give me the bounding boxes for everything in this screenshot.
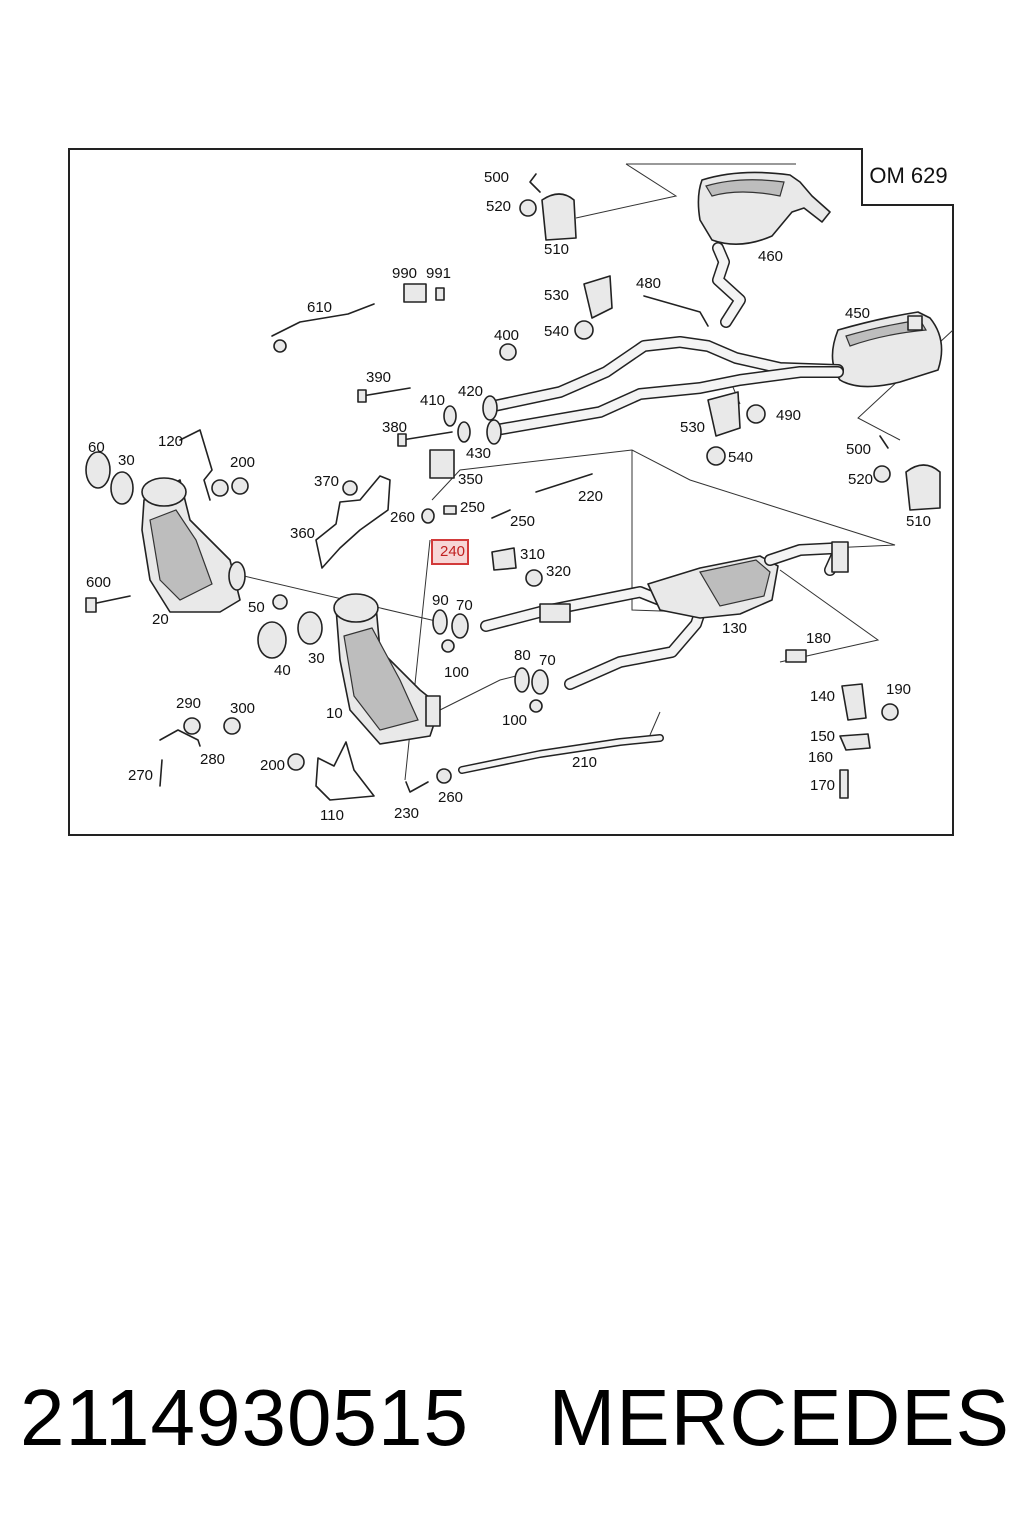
part-label-500: 500 [846, 441, 871, 458]
part-label-120: 120 [158, 433, 183, 450]
part-label-290: 290 [176, 695, 201, 712]
part-label-140: 140 [810, 688, 835, 705]
part-label-250: 250 [460, 499, 485, 516]
part-label-260: 260 [390, 509, 415, 526]
middle-muffler-450 [831, 311, 943, 388]
model-badge: OM 629 [861, 148, 954, 206]
part-label-320: 320 [546, 563, 571, 580]
part-label-260: 260 [438, 789, 463, 806]
part-label-40: 40 [274, 662, 291, 679]
part-label-60: 60 [88, 439, 105, 456]
part-label-70: 70 [456, 597, 473, 614]
part-label-110: 110 [320, 807, 344, 824]
part-label-70: 70 [539, 652, 556, 669]
part-label-150: 150 [810, 728, 835, 745]
part-label-480: 480 [636, 275, 661, 292]
part-label-20: 20 [152, 611, 169, 628]
part-label-410: 410 [420, 392, 445, 409]
part-label-520: 520 [486, 198, 511, 215]
part-label-510: 510 [544, 241, 569, 258]
part-label-520: 520 [848, 471, 873, 488]
part-label-540: 540 [544, 323, 569, 340]
part-label-540: 540 [728, 449, 753, 466]
part-label-160: 160 [808, 749, 833, 766]
part-labels: 500 520 510 460 990 991 610 530 480 540 450 400 390 4… [86, 169, 931, 824]
front-pipes-and-center-converter [480, 541, 849, 690]
part-label-180: 180 [806, 630, 831, 647]
part-label-610: 610 [307, 299, 332, 316]
rear-muffler-460 [697, 171, 831, 328]
part-label-430: 430 [466, 445, 491, 462]
part-label-250: 250 [510, 513, 535, 530]
part-label-190: 190 [886, 681, 911, 698]
part-label-90: 90 [432, 592, 449, 609]
part-label-130: 130 [722, 620, 747, 637]
part-label-460: 460 [758, 248, 783, 265]
rear-pipes [488, 336, 844, 436]
highlight-box-240 [431, 539, 469, 565]
part-label-270: 270 [128, 767, 153, 784]
part-label-200: 200 [260, 757, 285, 774]
part-label-50: 50 [248, 599, 265, 616]
part-label-990: 990 [392, 265, 417, 282]
part-label-30: 30 [118, 452, 135, 469]
part-label-10: 10 [326, 705, 343, 722]
brand-name: MERCEDES [548, 1373, 1010, 1462]
part-label-600: 600 [86, 574, 111, 591]
exhaust-parts-diagram: 500 520 510 460 990 991 610 530 480 540 450 400 390 4… [85, 163, 954, 824]
part-label-310: 310 [520, 546, 545, 563]
catalytic-converter-20 [141, 477, 246, 613]
part-label-100: 100 [444, 664, 469, 681]
part-label-350: 350 [458, 471, 483, 488]
part-label-200: 200 [230, 454, 255, 471]
part-label-400: 400 [494, 327, 519, 344]
part-label-370: 370 [314, 473, 339, 490]
part-label-420: 420 [458, 383, 483, 400]
leader-lines [243, 163, 954, 781]
part-label-230: 230 [394, 805, 419, 822]
part-label-991: 991 [426, 265, 451, 282]
hardware-parts [85, 173, 941, 801]
part-label-30: 30 [308, 650, 325, 667]
part-label-210: 210 [572, 754, 597, 771]
part-label-500: 500 [484, 169, 509, 186]
part-label-510: 510 [906, 513, 931, 530]
part-label-380: 380 [382, 419, 407, 436]
part-label-300: 300 [230, 700, 255, 717]
part-label-530: 530 [544, 287, 569, 304]
part-label-450: 450 [845, 305, 870, 322]
part-label-360: 360 [290, 525, 315, 542]
footer: 2114930515 MERCEDES [20, 1368, 1010, 1468]
part-label-240: 240 [440, 543, 465, 560]
part-label-490: 490 [776, 407, 801, 424]
part-label-80: 80 [514, 647, 531, 664]
part-label-100: 100 [502, 712, 527, 729]
part-number: 2114930515 [20, 1373, 469, 1462]
part-label-390: 390 [366, 369, 391, 386]
part-label-220: 220 [578, 488, 603, 505]
part-label-530: 530 [680, 419, 705, 436]
part-label-280: 280 [200, 751, 225, 768]
catalytic-converter-10 [333, 593, 441, 745]
part-label-170: 170 [810, 777, 835, 794]
